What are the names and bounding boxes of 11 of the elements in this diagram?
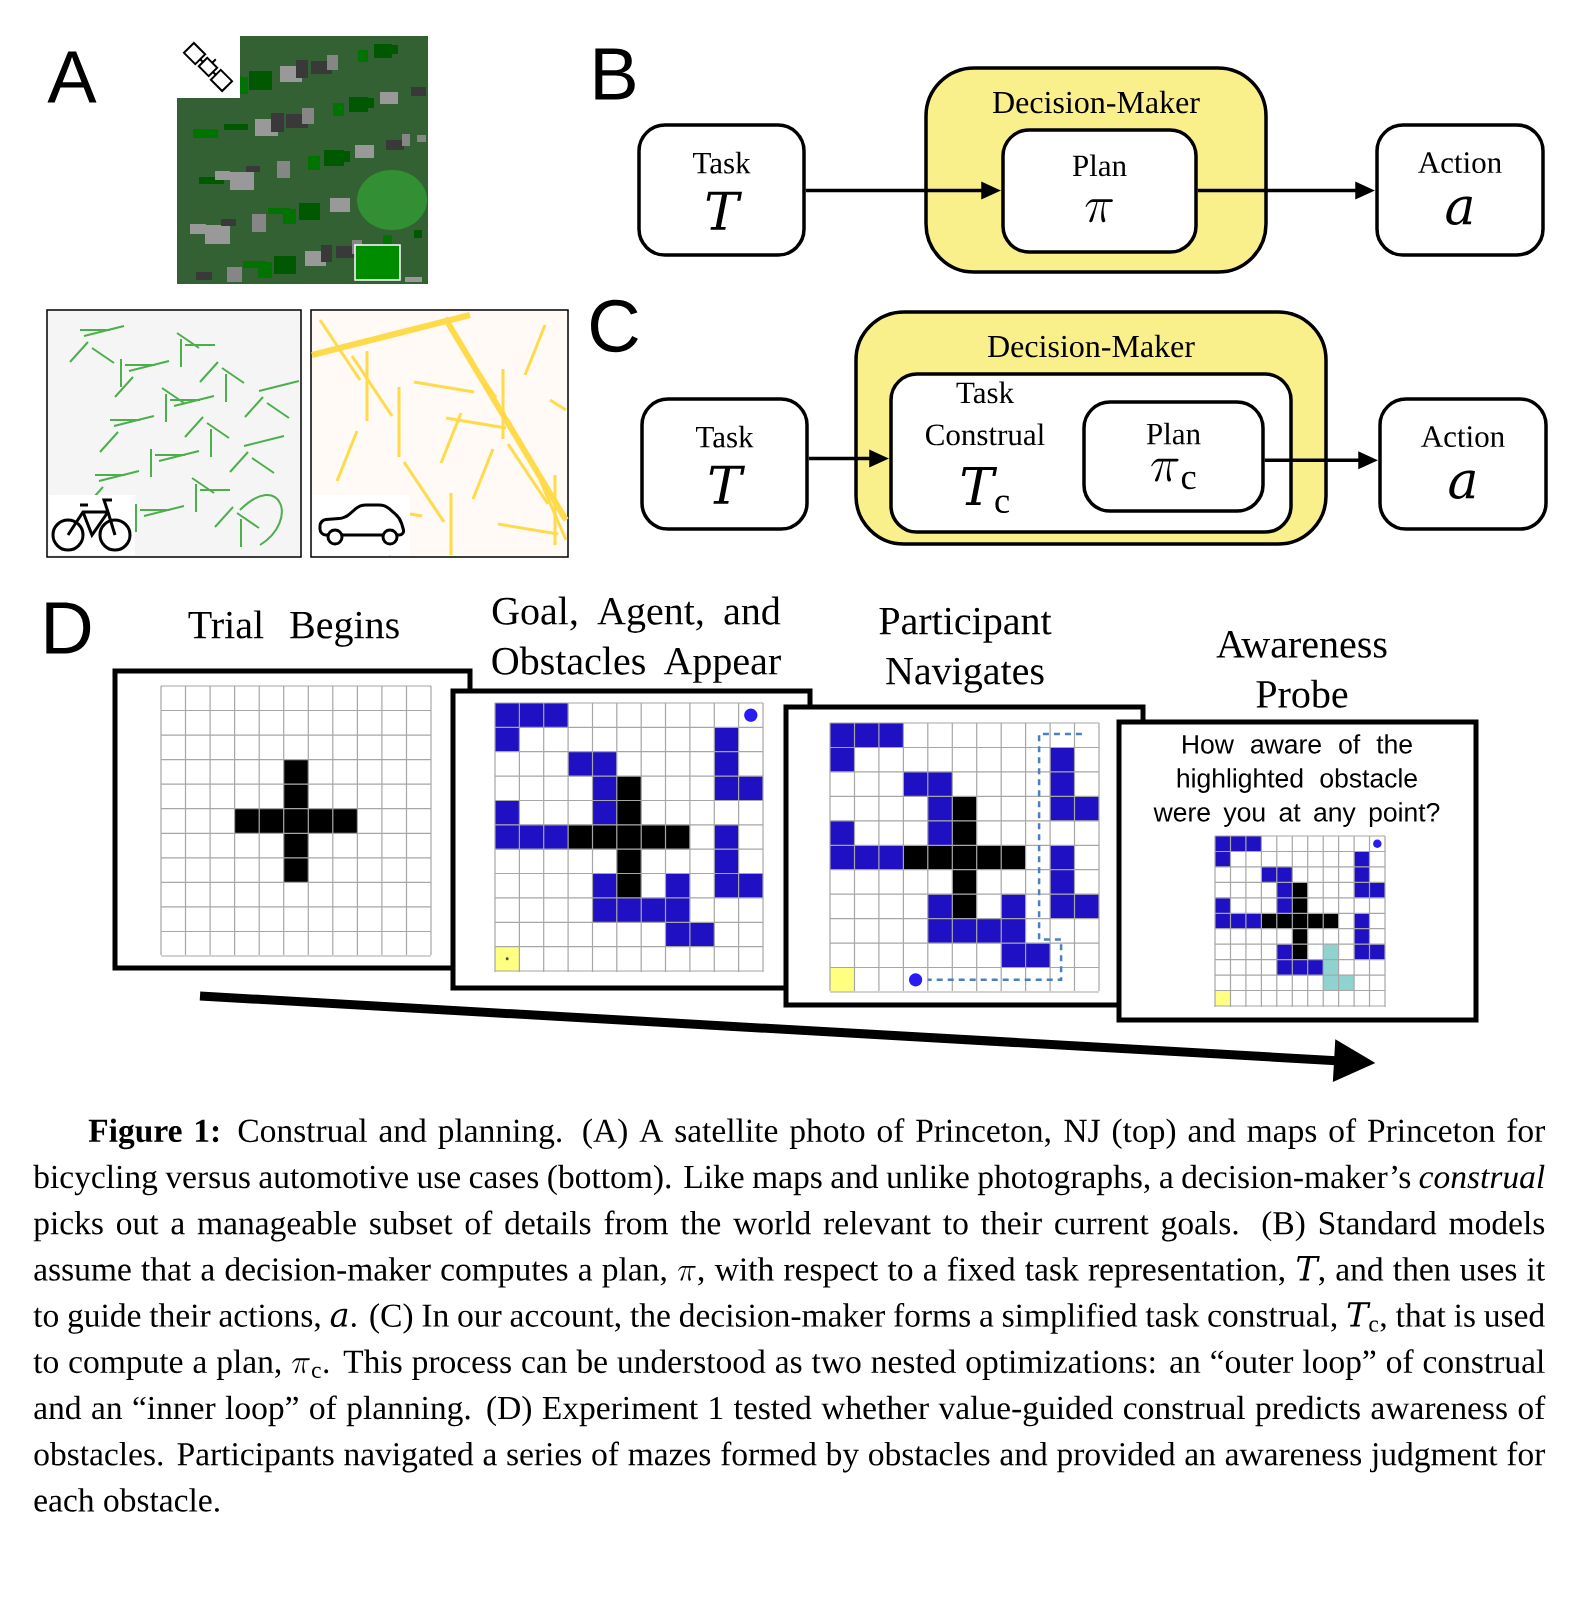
panel-letter: A: [47, 51, 97, 103]
process-box: Action 𝑎: [1375, 123, 1545, 257]
process-box: Action 𝑎: [1378, 397, 1548, 531]
process-box: Plan π: [1001, 128, 1198, 254]
panel-letter: D: [46, 602, 91, 654]
panel-letter: C: [591, 299, 638, 353]
process-box: Plan π$_{c}$: [1082, 400, 1265, 513]
panel-letter: B: [595, 48, 635, 100]
caption: Figure 1: Construal and planning. (A) A satellite photo of Princeton, NJ (top) and maps of Princeton for bicycling versus automotive use cases (bottom). Like maps and unlike photographs, a decision-maker’s construal picks out a manageable subset of details from the world relevant to their current goals. (B) Standard models assume that a decision-maker computes a plan, π, with respect to a fixed task representation, 𝑇, and then uses it to guide their actions, 𝑎. (C) In our account, the decision-maker forms a simplified task construal, 𝑇$_{c}$, that is used to compute a plan, π$_{c}$. This process can be understood as two nested optimizations: an “outer loop” of construal and an “inner loop” of planning. (D) Experiment 1 tested whether value-guided construal predicts awareness of obstacles. Participants navigated a series of mazes formed by obstacles and provided an awareness judgment for each obstacle.: [33, 1118, 1546, 1512]
process-box: Task 𝑇: [640, 397, 809, 531]
process-box: Task 𝑇: [637, 123, 806, 257]
